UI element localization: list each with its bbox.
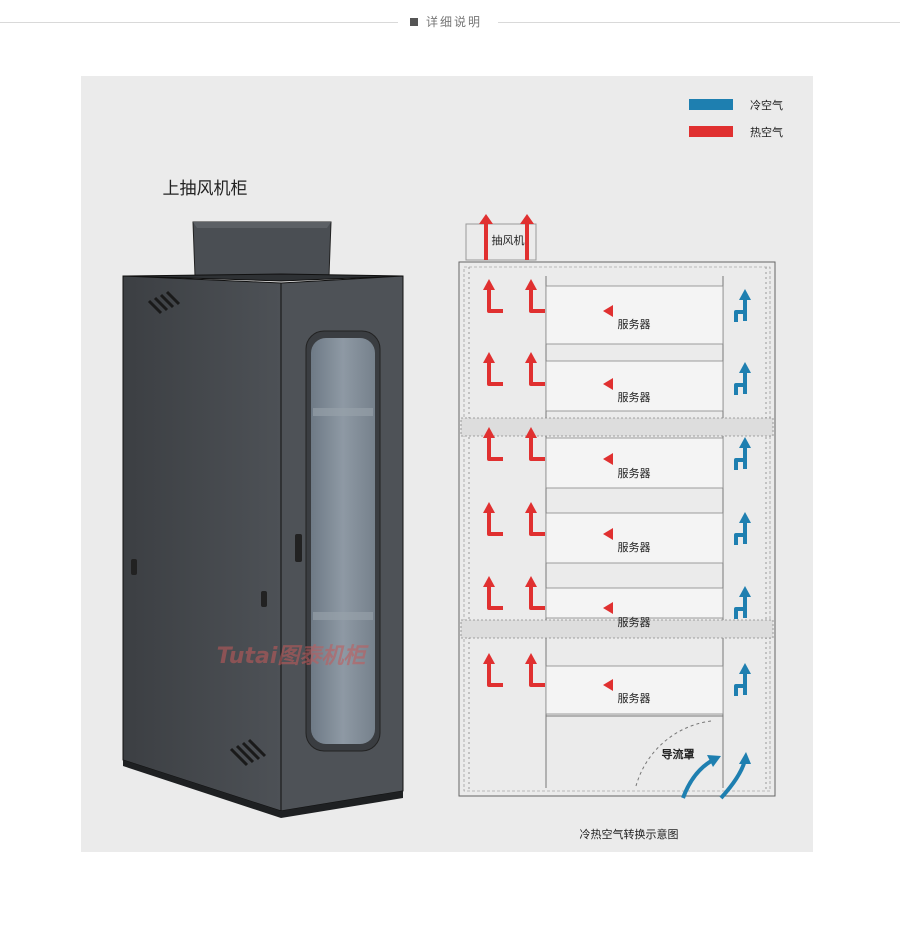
- duct-curve: [635, 720, 712, 787]
- server-unit: 服务器: [545, 512, 724, 564]
- door-handle: [295, 534, 302, 562]
- server-label: 服务器: [618, 541, 651, 554]
- cabinet-side-panel: [122, 275, 282, 812]
- cabinet-inner-frame: [463, 266, 771, 792]
- exhaust-arrows: [484, 222, 529, 260]
- server-label: 服务器: [618, 318, 651, 331]
- perforated-shelf: [460, 417, 774, 437]
- section-title: 详细说明: [410, 13, 482, 30]
- cold-air-arrowheads: [739, 289, 751, 674]
- hot-air-arrowheads: [483, 279, 537, 664]
- cabinet-illustration: Tutai图泰机柜: [122, 221, 404, 818]
- duct-label: 导流罩: [662, 747, 695, 761]
- server-label: 服务器: [618, 616, 651, 629]
- server-unit: 服务器: [545, 360, 724, 412]
- side-lock: [261, 591, 267, 607]
- server-label: 服务器: [618, 692, 651, 705]
- server-unit: 服务器: [545, 437, 724, 489]
- airflow-diagram: 抽风机 导流罩 服务器: [458, 214, 776, 841]
- cabinet-base: [123, 760, 403, 818]
- cold-air-arrows: [734, 298, 747, 696]
- legend-hot-label: 热空气: [750, 125, 783, 139]
- cold-intake-arrowheads: [707, 752, 751, 767]
- cold-intake-arrows: [681, 758, 747, 800]
- top-fan-duct-rim: [193, 222, 331, 228]
- perforated-shelf: [460, 619, 774, 639]
- server-label: 服务器: [618, 391, 651, 404]
- legend: 冷空气 热空气: [689, 98, 783, 139]
- side-lock: [131, 559, 137, 575]
- hot-air-arrows: [487, 288, 545, 687]
- server-unit: 服务器: [545, 285, 724, 345]
- glass-rail-reflection: [313, 408, 373, 416]
- glass-rail-reflection: [313, 612, 373, 620]
- legend-cold-label: 冷空气: [750, 98, 783, 112]
- door-glass: [311, 338, 375, 744]
- header-divider-right: [498, 22, 900, 23]
- illustration-panel: 上抽风机柜: [81, 76, 813, 852]
- side-vent-bottom: [229, 738, 267, 767]
- illustration-canvas: 上抽风机柜: [122, 98, 783, 841]
- section-title-text: 详细说明: [426, 15, 483, 29]
- brand-watermark: Tutai图泰机柜: [217, 644, 370, 669]
- cabinet-title: 上抽风机柜: [163, 179, 248, 199]
- fan-box: [465, 223, 537, 261]
- legend-hot-swatch: [689, 126, 733, 137]
- server-unit: 服务器: [545, 587, 724, 629]
- server-unit: 服务器: [545, 665, 724, 715]
- cabinet-frame: [458, 261, 776, 797]
- section-header: 详细说明: [0, 0, 900, 46]
- top-fan-duct: [192, 221, 332, 277]
- square-bullet-icon: [410, 17, 418, 26]
- diagram-caption: 冷热空气转换示意图: [580, 827, 679, 841]
- server-label: 服务器: [618, 467, 651, 480]
- exhaust-arrowheads: [479, 214, 534, 224]
- side-vent-top: [147, 290, 181, 315]
- legend-cold-swatch: [689, 99, 733, 110]
- header-divider-left: [0, 22, 398, 23]
- fan-label: 抽风机: [492, 233, 525, 247]
